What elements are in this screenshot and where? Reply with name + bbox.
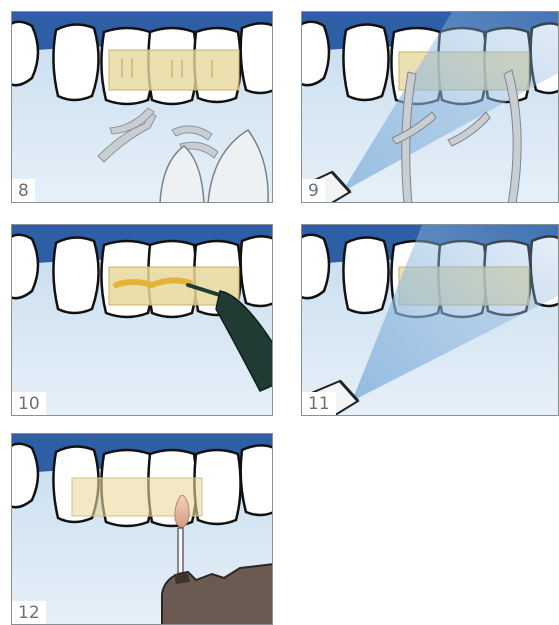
polishing-illustration (12, 434, 273, 625)
step-label: 9 (302, 179, 325, 202)
step-label: 12 (12, 601, 46, 624)
cement-application-illustration (12, 225, 273, 416)
step-label: 8 (12, 179, 35, 202)
step-label: 11 (302, 392, 336, 415)
light-curing-illustration (302, 225, 559, 416)
panel-step-8: 8 (11, 11, 273, 203)
panel-step-11: 11 (301, 224, 559, 416)
veneer-strip (109, 50, 239, 90)
veneer-placement-illustration (12, 12, 273, 203)
step-label: 10 (12, 392, 46, 415)
curing-with-tweezers-illustration (302, 12, 559, 203)
panel-step-10: 10 (11, 224, 273, 416)
panel-step-12: 12 (11, 433, 273, 625)
panel-step-9: 9 (301, 11, 559, 203)
